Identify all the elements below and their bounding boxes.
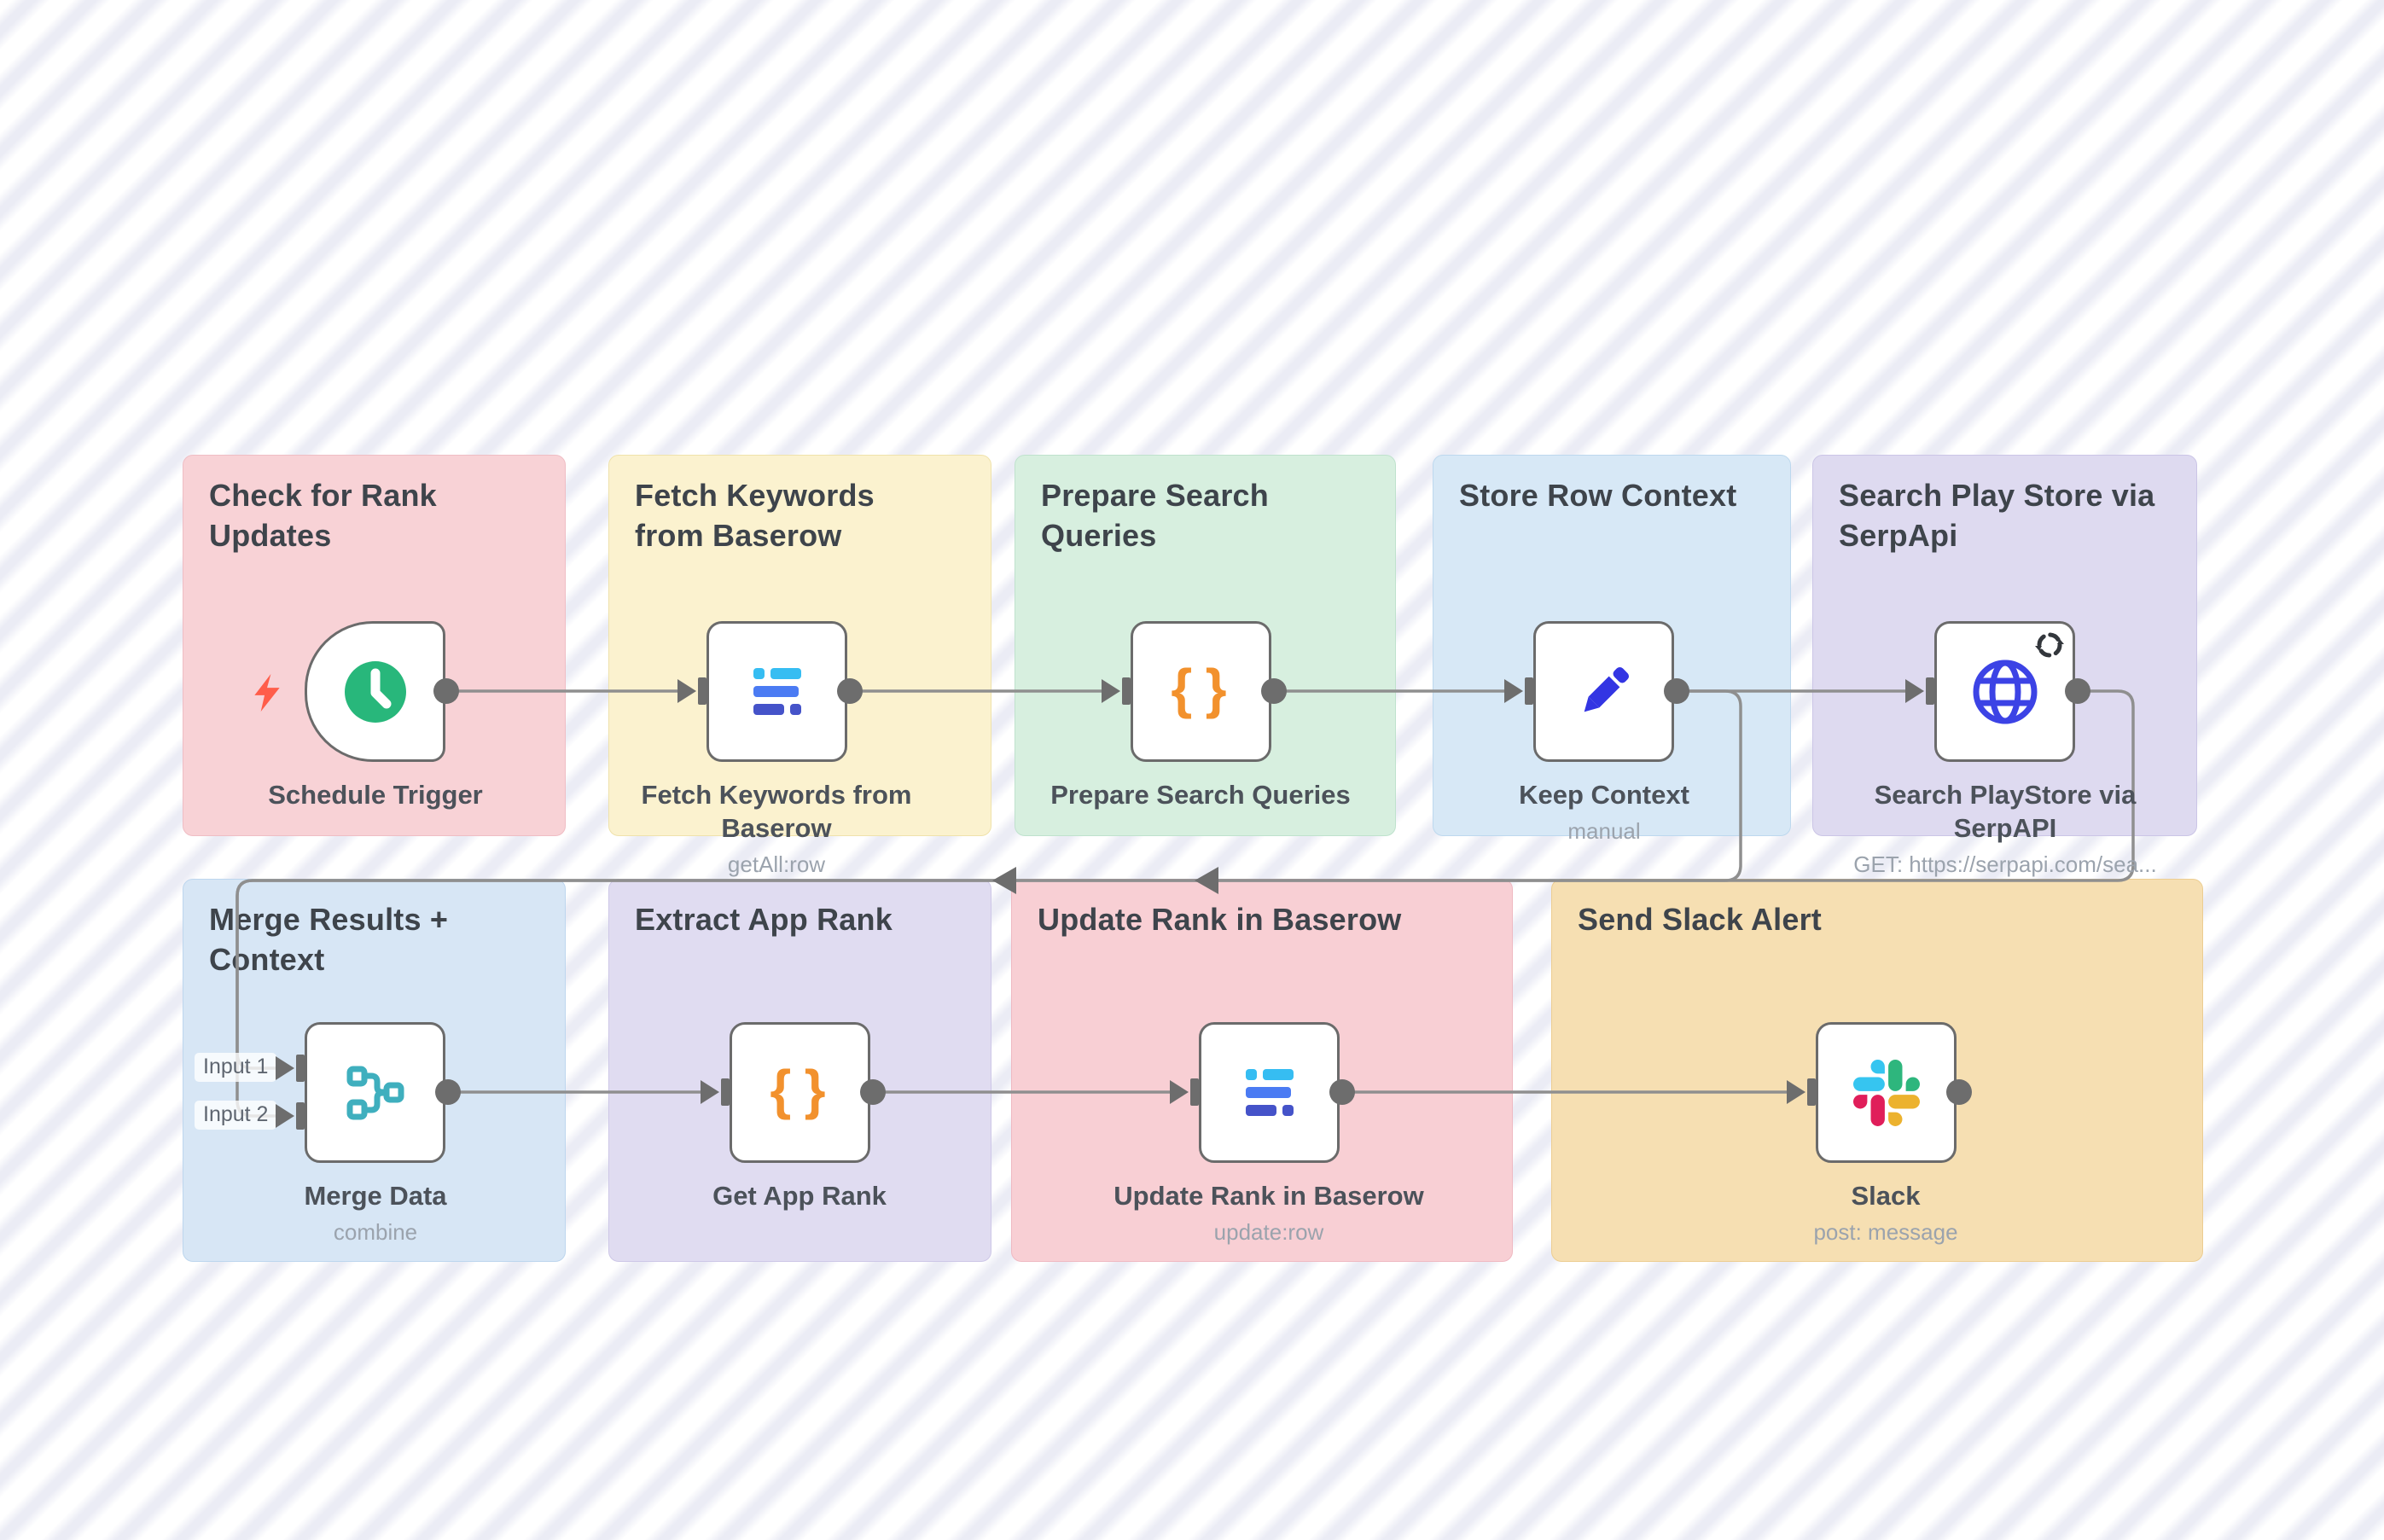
node-prepare-search-queries[interactable]: { } [1131, 621, 1271, 762]
input-port-arrow[interactable] [1504, 679, 1523, 703]
output-port[interactable] [837, 678, 863, 704]
merge-input2-port[interactable] [296, 1102, 305, 1130]
node-label-fetch-keywords: Fetch Keywords from Baserow getAll:row [641, 780, 912, 877]
sticky-title: Send Slack Alert [1578, 902, 1822, 937]
sticky-title: Merge Results + Context [209, 902, 449, 977]
input-port-arrow[interactable] [1905, 679, 1924, 703]
globe-icon [1973, 660, 2037, 724]
flow-direction-arrow-icon [1195, 867, 1218, 894]
output-port[interactable] [435, 1079, 461, 1105]
input-port-arrow[interactable] [701, 1080, 719, 1104]
input-port[interactable] [1190, 1078, 1199, 1106]
output-port[interactable] [1261, 678, 1287, 704]
output-port[interactable] [1946, 1079, 1972, 1105]
input-port[interactable] [1807, 1078, 1816, 1106]
merge-input2-port-arrow[interactable] [276, 1104, 294, 1128]
code-braces-icon: { } [770, 1058, 830, 1120]
output-port[interactable] [1329, 1079, 1355, 1105]
sticky-prepare-search-queries[interactable]: Prepare Search Queries [1015, 455, 1396, 836]
node-label-prepare-search-queries: Prepare Search Queries [1050, 780, 1351, 810]
flow-direction-arrow-icon [992, 867, 1016, 894]
baserow-icon [753, 667, 801, 715]
code-braces-icon: { } [1171, 657, 1231, 719]
slack-icon [1852, 1059, 1920, 1126]
sticky-check-for-rank-updates[interactable]: Check for Rank Updates [183, 455, 566, 836]
input-port-arrow[interactable] [1787, 1080, 1805, 1104]
output-port[interactable] [433, 678, 459, 704]
sticky-title: Store Row Context [1459, 478, 1737, 513]
node-search-playstore-via-serpapi[interactable] [1934, 621, 2075, 762]
input-port[interactable] [1926, 677, 1934, 705]
node-slack[interactable] [1816, 1022, 1957, 1163]
node-schedule-trigger[interactable] [305, 621, 445, 762]
node-merge-data[interactable] [305, 1022, 445, 1163]
input-port-arrow[interactable] [1170, 1080, 1189, 1104]
sync-retry-icon [2035, 632, 2064, 658]
node-fetch-keywords-from-baserow[interactable] [706, 621, 847, 762]
output-port[interactable] [860, 1079, 886, 1105]
input-port[interactable] [698, 677, 706, 705]
node-update-rank-in-baserow[interactable] [1199, 1022, 1340, 1163]
output-port[interactable] [1664, 678, 1689, 704]
input-port[interactable] [721, 1078, 730, 1106]
sticky-title: Search Play Store via SerpApi [1839, 478, 2155, 553]
clock-icon [344, 660, 406, 723]
sticky-title: Extract App Rank [635, 902, 893, 937]
input-port[interactable] [1525, 677, 1533, 705]
input-port-arrow[interactable] [677, 679, 696, 703]
merge-input1-port-arrow[interactable] [276, 1056, 294, 1080]
node-keep-context[interactable] [1533, 621, 1674, 762]
sticky-title: Fetch Keywords from Baserow [635, 478, 875, 553]
input-port[interactable] [1122, 677, 1131, 705]
node-get-app-rank[interactable]: { } [730, 1022, 870, 1163]
sticky-title: Update Rank in Baserow [1038, 902, 1402, 937]
sticky-title: Prepare Search Queries [1041, 478, 1269, 553]
lightning-bolt-icon [254, 674, 280, 712]
baserow-icon [1245, 1068, 1294, 1116]
output-port[interactable] [2065, 678, 2090, 704]
merge-input1-port[interactable] [296, 1055, 305, 1082]
merge-input1-label: Input 1 [195, 1053, 277, 1082]
node-label-search-playstore: Search PlayStore via SerpAPI GET: https:… [1853, 780, 2157, 877]
input-port-arrow[interactable] [1102, 679, 1120, 703]
sticky-title: Check for Rank Updates [209, 478, 437, 553]
node-label-get-app-rank: Get App Rank [712, 1181, 887, 1211]
pencil-icon [1584, 666, 1629, 712]
merge-icon [346, 1066, 404, 1119]
merge-input2-label: Input 2 [195, 1101, 277, 1130]
node-label-schedule-trigger: Schedule Trigger [268, 780, 483, 810]
